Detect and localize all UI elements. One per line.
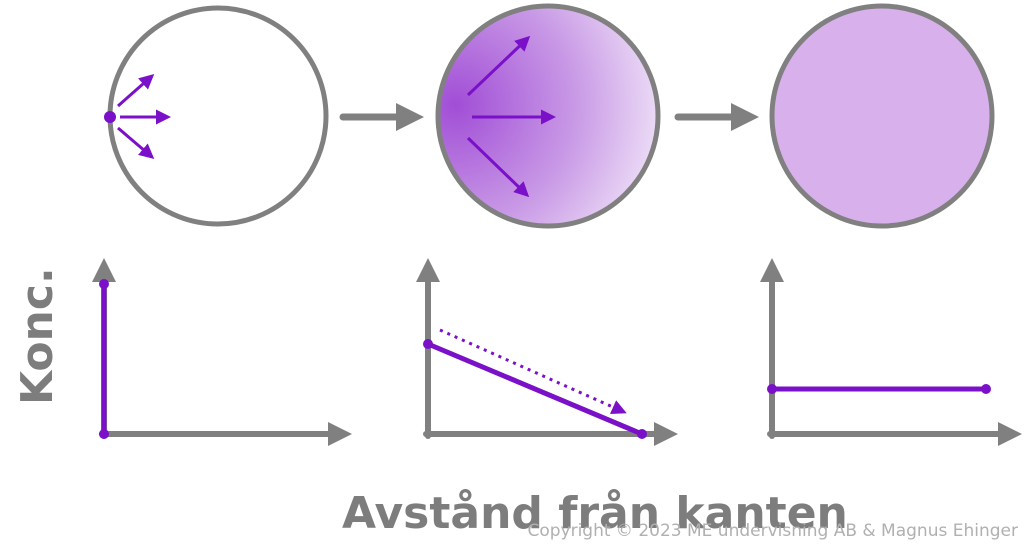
concentration-graph-1 [92, 258, 352, 446]
concentration-graphs [92, 258, 1022, 446]
data-point [99, 429, 109, 439]
diffusion-arrow [117, 74, 155, 108]
diffusion-arrow [466, 136, 530, 198]
concentration-graph-2 [416, 258, 678, 446]
concentration-graph-3 [760, 258, 1022, 446]
cell-initial [104, 5, 329, 227]
y-axis-label: Konc. [12, 267, 63, 405]
diffusion-arrow [466, 35, 531, 97]
trend-arrow [439, 328, 627, 414]
concentration-line [425, 341, 645, 437]
cell-outline [769, 3, 995, 229]
x-axis-label: Avstånd från kanten [342, 488, 848, 539]
cell-equilibrium [769, 3, 995, 229]
data-point [99, 279, 109, 289]
data-point [423, 339, 433, 349]
data-point [981, 384, 991, 394]
diffusion-source-dot [104, 111, 116, 123]
data-point [767, 384, 777, 394]
data-point [637, 429, 647, 439]
copyright-notice: Copyright © 2023 ME undervisning AB & Ma… [527, 521, 1018, 541]
diffusion-arrow [117, 126, 155, 159]
cell-spreading [435, 3, 661, 229]
